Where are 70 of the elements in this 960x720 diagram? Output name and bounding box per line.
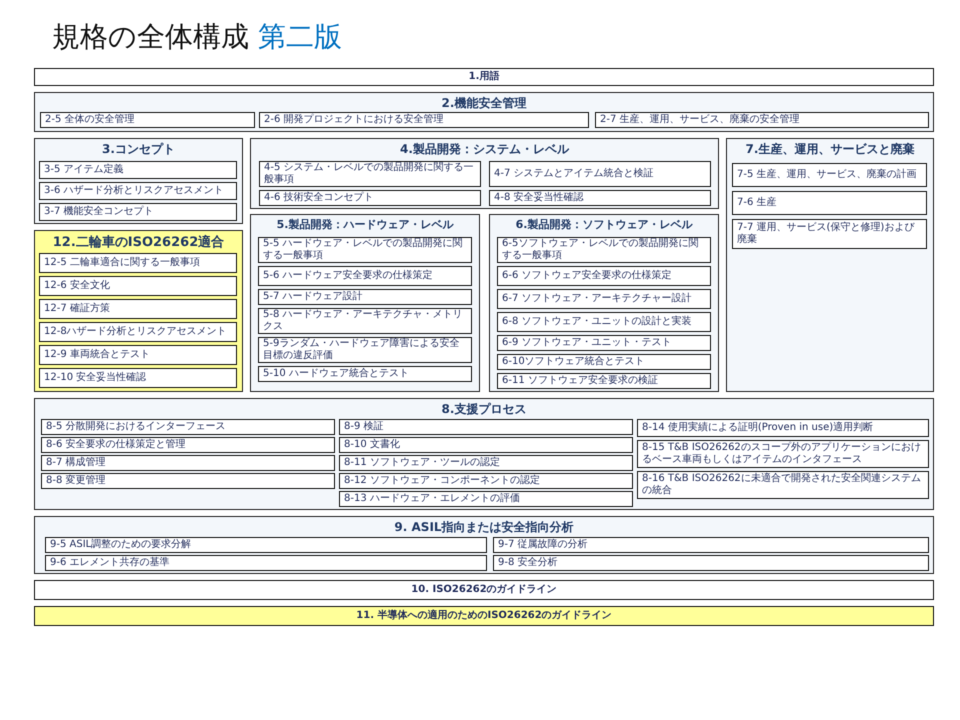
section-heading: 4.製品開発：システム・レベル — [399, 141, 570, 158]
clause-item: 8-12 ソフトウェア・コンポーネントの認定 — [339, 473, 633, 489]
section-heading: 2.機能安全管理 — [440, 95, 528, 112]
clause-item: 5-10 ハードウェア統合とテスト — [258, 366, 472, 382]
clause-item: 9-5 ASIL調整のための要求分解 — [45, 537, 487, 553]
section-panel — [34, 230, 243, 392]
clause-item: 8-16 T&B ISO26262に未適合で開発された安全関連システムの統合 — [637, 471, 929, 499]
section-heading: 12.二輪車のISO26262適合 — [52, 234, 226, 251]
clause-item: 6-5ソフトウェア・レベルでの製品開発に関する一般事項 — [497, 237, 711, 263]
page-title: 規格の全体構成 第二版 — [52, 19, 342, 55]
clause-item: 12-9 車両統合とテスト — [39, 345, 237, 365]
clause-item: 9-8 安全分析 — [493, 555, 929, 571]
clause-item: 5-6 ハードウェア安全要求の仕様策定 — [258, 266, 472, 286]
section-panel — [34, 398, 934, 510]
clause-item: 12-7 確証方策 — [39, 299, 237, 319]
clause-item: 4-6 技術安全コンセプト — [259, 190, 481, 206]
clause-item: 8-5 分散開発におけるインターフェース — [41, 419, 335, 435]
clause-item: 3-7 機能安全コンセプト — [39, 203, 237, 221]
clause-item: 8-10 文書化 — [339, 437, 633, 453]
clause-item: 9-6 エレメント共存の基準 — [45, 555, 487, 571]
part-banner: 1.用語 — [34, 68, 934, 86]
clause-item: 8-15 T&B ISO26262のスコープ外のアプリケーションにおけるベース車両もしくはアイテムのインタフェース — [637, 440, 929, 468]
clause-item: 8-6 安全要求の仕様策定と管理 — [41, 437, 335, 453]
clause-item: 6-11 ソフトウェア安全要求の検証 — [497, 373, 711, 389]
clause-item: 4-8 安全妥当性確認 — [489, 190, 711, 206]
clause-item: 6-7 ソフトウェア・アーキテクチャー設計 — [497, 289, 711, 309]
clause-item: 8-8 変更管理 — [41, 473, 335, 489]
clause-item: 9-7 従属故障の分析 — [493, 537, 929, 553]
clause-item: 5-5 ハードウェア・レベルでの製品開発に関する一般事項 — [258, 237, 472, 263]
clause-item: 12-10 安全妥当性確認 — [39, 368, 237, 388]
clause-item: 12-6 安全文化 — [39, 276, 237, 296]
clause-item: 4-5 システム・レベルでの製品開発に関する一般事項 — [259, 161, 481, 187]
clause-item: 8-14 使用実績による証明(Proven in use)適用判断 — [637, 419, 929, 437]
section-panel — [489, 214, 719, 392]
clause-item: 7-6 生産 — [732, 191, 927, 215]
clause-item: 3-6 ハザード分析とリスクアセスメント — [39, 182, 237, 200]
clause-item: 3-5 アイテム定義 — [39, 161, 237, 179]
section-heading: 3.コンセプト — [101, 141, 176, 158]
clause-item: 12-5 二輪車適合に関する一般事項 — [39, 253, 237, 273]
section-heading: 5.製品開発：ハードウェア・レベル — [276, 217, 454, 232]
clause-item: 8-9 検証 — [339, 419, 633, 435]
clause-item: 6-9 ソフトウェア・ユニット・テスト — [497, 335, 711, 351]
clause-item: 8-7 構成管理 — [41, 455, 335, 471]
clause-item: 2-6 開発プロジェクトにおける安全管理 — [259, 112, 589, 128]
section-panel — [726, 138, 934, 392]
clause-item: 2-5 全体の安全管理 — [40, 112, 255, 128]
clause-item: 5-7 ハードウェア設計 — [258, 289, 472, 305]
clause-item: 7-5 生産、運用、サービス、廃棄の計画 — [732, 163, 927, 187]
clause-item: 6-8 ソフトウェア・ユニットの設計と実装 — [497, 312, 711, 332]
clause-item: 5-9ランダム・ハードウェア障害による安全目標の違反評価 — [258, 337, 472, 363]
clause-item: 12-8ハザード分析とリスクアセスメント — [39, 322, 237, 342]
clause-item: 8-11 ソフトウェア・ツールの認定 — [339, 455, 633, 471]
part-banner: 10. ISO26262のガイドライン — [34, 580, 934, 600]
clause-item: 2-7 生産、運用、サービス、廃棄の安全管理 — [595, 112, 929, 128]
clause-item: 5-8 ハードウェア・アーキテクチャ・メトリクス — [258, 308, 472, 334]
clause-item: 4-7 システムとアイテム統合と検証 — [489, 161, 711, 187]
section-panel — [34, 138, 243, 224]
section-panel — [34, 516, 934, 574]
part-banner: 11. 半導体への適用のためのISO26262のガイドライン — [34, 606, 934, 626]
section-panel — [34, 92, 934, 132]
section-heading: 9. ASIL指向または安全指向分析 — [393, 519, 575, 536]
clause-item: 6-6 ソフトウェア安全要求の仕様策定 — [497, 266, 711, 286]
section-heading: 7.生産、運用、サービスと廃棄 — [744, 141, 916, 158]
clause-item: 8-13 ハードウェア・エレメントの評価 — [339, 491, 633, 507]
section-panel — [250, 214, 480, 392]
clause-item: 6-10ソフトウェア統合とテスト — [497, 354, 711, 370]
clause-item: 7-7 運用、サービス(保守と修理)および廃棄 — [732, 219, 927, 249]
section-heading: 6.製品開発：ソフトウェア・レベル — [514, 217, 694, 232]
section-heading: 8.支援プロセス — [440, 401, 528, 418]
section-panel — [250, 138, 719, 209]
